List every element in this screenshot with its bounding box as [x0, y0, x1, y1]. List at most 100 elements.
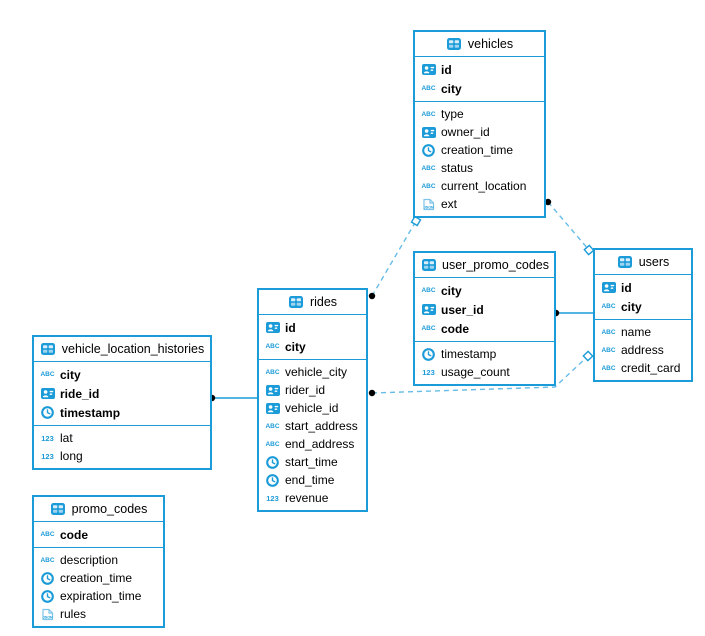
- table-header[interactable]: users: [595, 250, 691, 275]
- field-row[interactable]: timestamp: [415, 345, 554, 363]
- id-card-icon: [264, 402, 281, 414]
- field-label: city: [621, 299, 642, 314]
- table-header[interactable]: user_promo_codes: [415, 253, 554, 278]
- text-icon: ABC: [40, 531, 55, 538]
- field-label: city: [441, 283, 462, 298]
- id-card-icon: [600, 282, 617, 293]
- field-label: ext: [441, 197, 458, 211]
- clock-icon: [39, 571, 56, 585]
- clock-icon: [264, 473, 281, 487]
- field-row[interactable]: user_id: [415, 300, 554, 319]
- field-row[interactable]: timestamp: [34, 403, 210, 422]
- field-row[interactable]: owner_id: [415, 123, 544, 141]
- number-icon: 123: [41, 433, 54, 443]
- field-row[interactable]: ABC type: [415, 105, 544, 123]
- field-row[interactable]: creation_time: [415, 141, 544, 159]
- svg-text:JSON: JSON: [43, 615, 53, 619]
- table-header[interactable]: vehicles: [415, 32, 544, 57]
- relationship-rides-vehicles[interactable]: [371, 220, 417, 297]
- field-row[interactable]: rider_id: [259, 381, 366, 399]
- field-label: current_location: [441, 179, 527, 193]
- field-label: revenue: [285, 491, 329, 505]
- text-icon: ABC: [265, 440, 280, 448]
- table-header[interactable]: rides: [259, 290, 366, 315]
- relationship-dot-marker: [368, 389, 376, 397]
- table-icon: [288, 296, 305, 308]
- table-header[interactable]: vehicle_location_histories: [34, 337, 210, 362]
- field-row[interactable]: ride_id: [34, 384, 210, 403]
- id-card-icon: [420, 304, 437, 315]
- relationship-square-marker: [583, 244, 595, 256]
- table-title: users: [638, 255, 670, 269]
- field-row[interactable]: expiration_time: [34, 587, 163, 605]
- relationship-square-marker: [582, 350, 594, 362]
- text-icon: ABC: [421, 110, 436, 118]
- field-row[interactable]: id: [259, 318, 366, 337]
- number-icon: 123: [41, 451, 54, 461]
- clock-icon: [39, 589, 56, 603]
- field-label: timestamp: [60, 405, 121, 420]
- relationship-vehicles-users[interactable]: [547, 201, 590, 251]
- field-label: user_id: [441, 302, 484, 317]
- clock-icon: [420, 143, 437, 157]
- table-header[interactable]: promo_codes: [34, 497, 163, 522]
- field-row[interactable]: start_time: [259, 453, 366, 471]
- field-row[interactable]: id: [415, 60, 544, 79]
- field-row[interactable]: end_time: [259, 471, 366, 489]
- table-icon: [420, 259, 437, 271]
- id-card-icon: [420, 126, 437, 138]
- relationship-dot-marker: [544, 198, 552, 206]
- table-title: vehicle_location_histories: [61, 342, 205, 356]
- field-label: end_address: [285, 437, 355, 451]
- field-label: type: [441, 107, 464, 121]
- field-label: city: [441, 81, 462, 96]
- table-icon: [50, 503, 67, 515]
- field-row[interactable]: ABC city: [34, 365, 210, 384]
- field-label: city: [60, 367, 81, 382]
- field-row[interactable]: ABC end_address: [259, 435, 366, 453]
- id-card-icon: [264, 322, 281, 333]
- text-icon: ABC: [40, 371, 55, 378]
- table-title: rides: [309, 295, 338, 309]
- relationship-rides-users[interactable]: [371, 355, 589, 394]
- field-row[interactable]: JSON ext: [415, 195, 544, 213]
- field-row[interactable]: vehicle_id: [259, 399, 366, 417]
- field-label: description: [60, 553, 119, 567]
- json-icon: JSON: [420, 198, 437, 211]
- field-label: start_time: [285, 455, 338, 469]
- relationship-square-marker: [410, 215, 422, 227]
- field-row[interactable]: creation_time: [34, 569, 163, 587]
- field-row[interactable]: id: [595, 278, 691, 297]
- field-label: vehicle_id: [285, 401, 339, 415]
